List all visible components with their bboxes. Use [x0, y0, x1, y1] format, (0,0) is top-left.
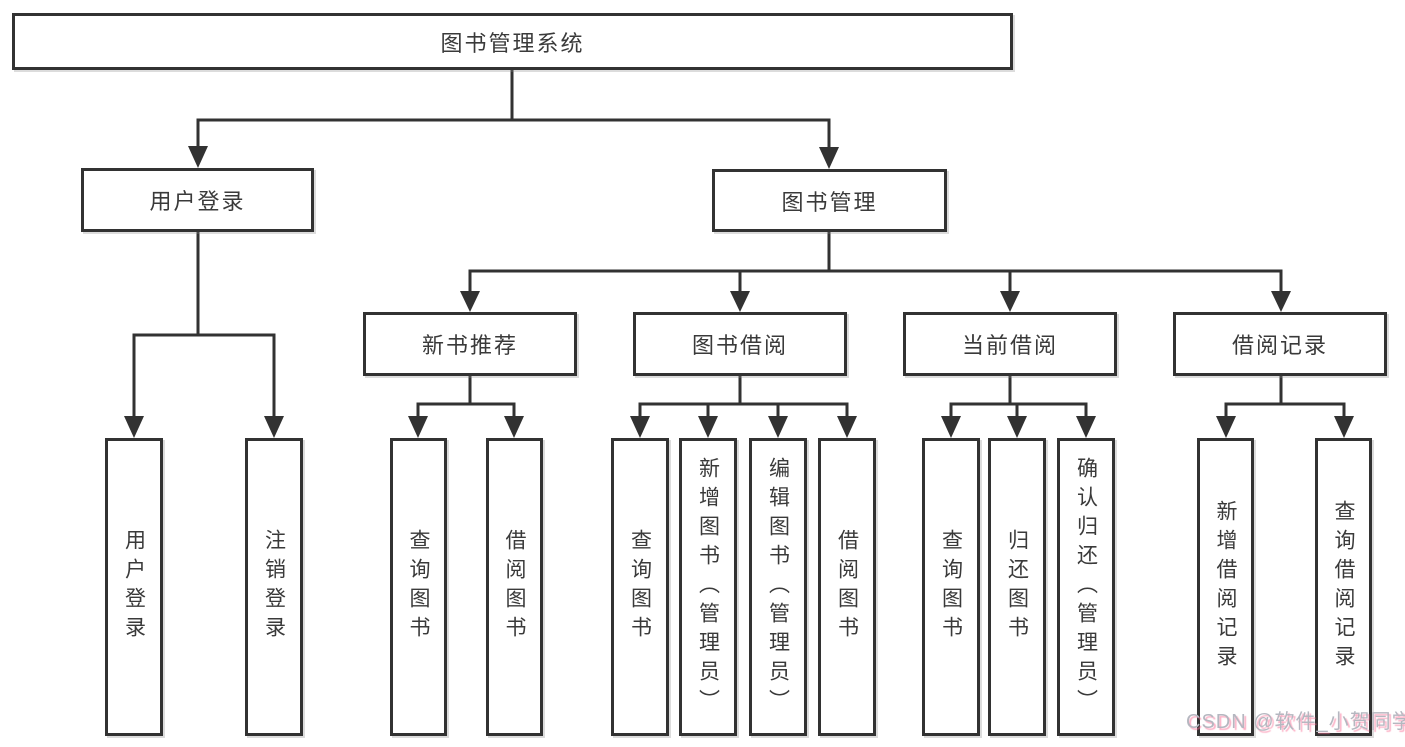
arrowhead — [264, 416, 284, 438]
arrowhead — [460, 291, 480, 312]
arrowhead — [630, 416, 650, 438]
node-user-login: 用户登录 — [81, 168, 314, 232]
leaf-label: 查询借阅记录 — [1332, 500, 1356, 674]
node-label: 图书管理 — [781, 189, 878, 215]
leaf-return-books: 归还图书 — [988, 438, 1046, 736]
leaf-query-books-borrow: 查询图书 — [611, 438, 669, 736]
leaf-label: 查询图书 — [628, 529, 652, 645]
node-label: 用户登录 — [149, 189, 246, 214]
node-label: 当前借阅 — [961, 333, 1058, 358]
leaf-query-books-recommend: 查询图书 — [390, 438, 447, 736]
node-borrow-records: 借阅记录 — [1173, 312, 1387, 376]
connector-user-login-to-leaves — [124, 232, 284, 438]
connector-book-borrow-to-leaves — [630, 376, 857, 438]
node-book-management: 图书管理 — [712, 169, 947, 232]
arrowhead — [768, 416, 788, 438]
node-label: 新书推荐 — [421, 333, 518, 358]
node-label: 借阅记录 — [1231, 333, 1328, 358]
leaf-logout: 注销登录 — [245, 438, 303, 736]
node-label: 图书管理系统 — [440, 30, 585, 56]
node-label: 图书借阅 — [691, 333, 788, 358]
arrowhead — [1007, 416, 1027, 438]
leaf-label: 用户登录 — [122, 529, 146, 645]
arrowhead — [188, 146, 208, 168]
leaf-label: 借阅图书 — [503, 529, 527, 645]
arrowhead — [819, 147, 839, 169]
leaf-label: 借阅图书 — [835, 529, 859, 645]
leaf-query-books-current: 查询图书 — [922, 438, 980, 736]
node-library-management-system: 图书管理系统 — [12, 13, 1013, 70]
leaf-label: 新增借阅记录 — [1214, 500, 1238, 674]
leaf-query-borrow-record: 查询借阅记录 — [1315, 438, 1372, 736]
leaf-label: 归还图书 — [1005, 529, 1029, 645]
leaf-label: 注销登录 — [262, 529, 286, 645]
leaf-borrow-books: 借阅图书 — [818, 438, 876, 736]
leaf-label: 新增图书（管理员） — [696, 456, 720, 718]
arrowhead — [1334, 416, 1354, 438]
csdn-watermark: CSDN @软件_小贺同学 — [1186, 711, 1405, 733]
leaf-borrow-books-recommend: 借阅图书 — [486, 438, 543, 736]
arrowhead — [837, 416, 857, 438]
leaf-label: 确认归还（管理员） — [1074, 456, 1098, 718]
arrowhead — [1216, 416, 1236, 438]
arrowhead — [941, 416, 961, 438]
leaf-add-books-admin: 新增图书（管理员） — [679, 438, 737, 736]
arrowhead — [124, 416, 144, 438]
connector-current-borrow-to-leaves — [941, 376, 1096, 438]
arrowhead — [504, 416, 524, 438]
node-current-borrow: 当前借阅 — [903, 312, 1117, 376]
connector-book-management-to-level3 — [460, 232, 1291, 312]
connector-new-book-recommend-to-leaves — [408, 376, 524, 438]
arrowhead — [1076, 416, 1096, 438]
leaf-user-login: 用户登录 — [105, 438, 163, 736]
leaf-confirm-return-admin: 确认归还（管理员） — [1057, 438, 1115, 736]
connector-borrow-records-to-leaves — [1216, 376, 1354, 438]
leaf-label: 编辑图书（管理员） — [766, 456, 790, 718]
arrowhead — [1000, 291, 1020, 312]
connector-root-to-level2 — [188, 70, 839, 169]
arrowhead — [698, 416, 718, 438]
node-new-book-recommend: 新书推荐 — [363, 312, 577, 376]
leaf-edit-books-admin: 编辑图书（管理员） — [749, 438, 807, 736]
arrowhead — [408, 416, 428, 438]
arrowhead — [1271, 291, 1291, 312]
node-book-borrow: 图书借阅 — [633, 312, 847, 376]
leaf-add-borrow-record: 新增借阅记录 — [1197, 438, 1254, 736]
leaf-label: 查询图书 — [407, 529, 431, 645]
arrowhead — [730, 291, 750, 312]
leaf-label: 查询图书 — [939, 529, 963, 645]
